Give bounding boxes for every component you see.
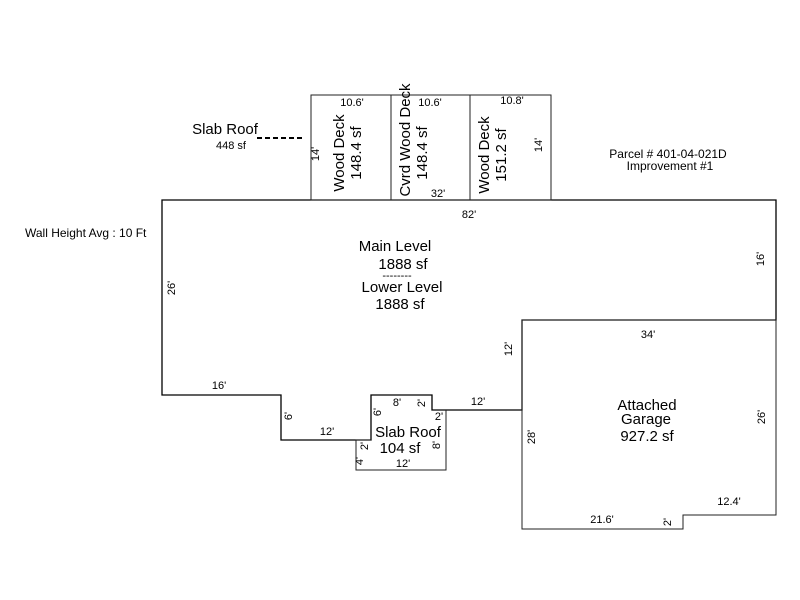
step1-width-dim: 12' <box>320 426 334 438</box>
garage-line1: Attached <box>617 397 676 414</box>
deck-left-depth: 14' <box>310 147 322 161</box>
deck-2-name: Cvrd Wood Deck <box>397 83 414 197</box>
deck-3-area: 151.2 sf <box>493 127 510 181</box>
lower-level-area: 1888 sf <box>375 296 425 313</box>
main-top-dim: 82' <box>462 209 476 221</box>
lower-level-label: Lower Level <box>362 279 443 296</box>
notch-top-dim: 8' <box>393 397 401 409</box>
garage-bottom-right-dim: 12.4' <box>717 496 741 508</box>
main-left-dim: 26' <box>166 281 178 295</box>
deck-1-name: Wood Deck <box>331 114 348 192</box>
deck-3-width: 10.8' <box>500 95 524 107</box>
wall-height-note: Wall Height Avg : 10 Ft <box>25 226 147 240</box>
main-level-label: Main Level <box>359 238 432 255</box>
step2-dim: 6' <box>372 408 384 416</box>
notch-side-dim: 2' <box>416 399 428 407</box>
main-right-dim: 16' <box>755 252 767 266</box>
deck-right-depth: 14' <box>533 138 545 152</box>
garage-area: 927.2 sf <box>620 428 674 445</box>
garage-outline <box>521 319 777 530</box>
slab-roof-lower-left2: 2' <box>359 442 371 450</box>
main-level-area: 1888 sf <box>378 256 428 273</box>
slab-roof-lower-title: Slab Roof <box>375 424 442 441</box>
garage-line2: Garage <box>621 411 671 428</box>
slab-roof-upper-title: Slab Roof <box>192 121 259 138</box>
slab-roof-lower-left: 4' <box>354 457 366 465</box>
wood-deck-2-outline <box>469 94 552 201</box>
main-bottom-left-dim: 16' <box>212 380 226 392</box>
notch-bottom-dim: 2' <box>435 411 443 423</box>
deck-2-area: 148.4 sf <box>414 125 431 179</box>
garage-top-dim: 34' <box>641 329 655 341</box>
slab-roof-lower-outline <box>355 410 447 471</box>
garage-right-dim: 26' <box>756 410 768 424</box>
deck-1-width: 10.6' <box>340 97 364 109</box>
deck-3-name: Wood Deck <box>476 116 493 194</box>
garage-left-dim: 28' <box>526 430 538 444</box>
improvement-number: Improvement #1 <box>627 159 714 173</box>
level-divider: -------- <box>382 270 412 282</box>
slab-roof-lower-area: 104 sf <box>380 440 422 457</box>
deck-1-area: 148.4 sf <box>348 125 365 179</box>
garage-jog-dim: 2' <box>662 518 674 526</box>
step1-dim: 6' <box>283 412 295 420</box>
garage-offset-dim: 12' <box>503 342 515 356</box>
deck-span: 32' <box>431 188 445 200</box>
outlines <box>161 94 777 530</box>
main-bottom-mid-dim: 12' <box>471 396 485 408</box>
slab-roof-lower-right: 8' <box>431 441 443 449</box>
slab-roof-upper-area: 448 sf <box>216 140 247 152</box>
deck-2-width: 10.6' <box>418 97 442 109</box>
parcel-number: Parcel # 401-04-021D <box>609 147 727 161</box>
slab-roof-lower-bottom: 12' <box>396 458 410 470</box>
garage-bottom-dim: 21.6' <box>590 514 614 526</box>
